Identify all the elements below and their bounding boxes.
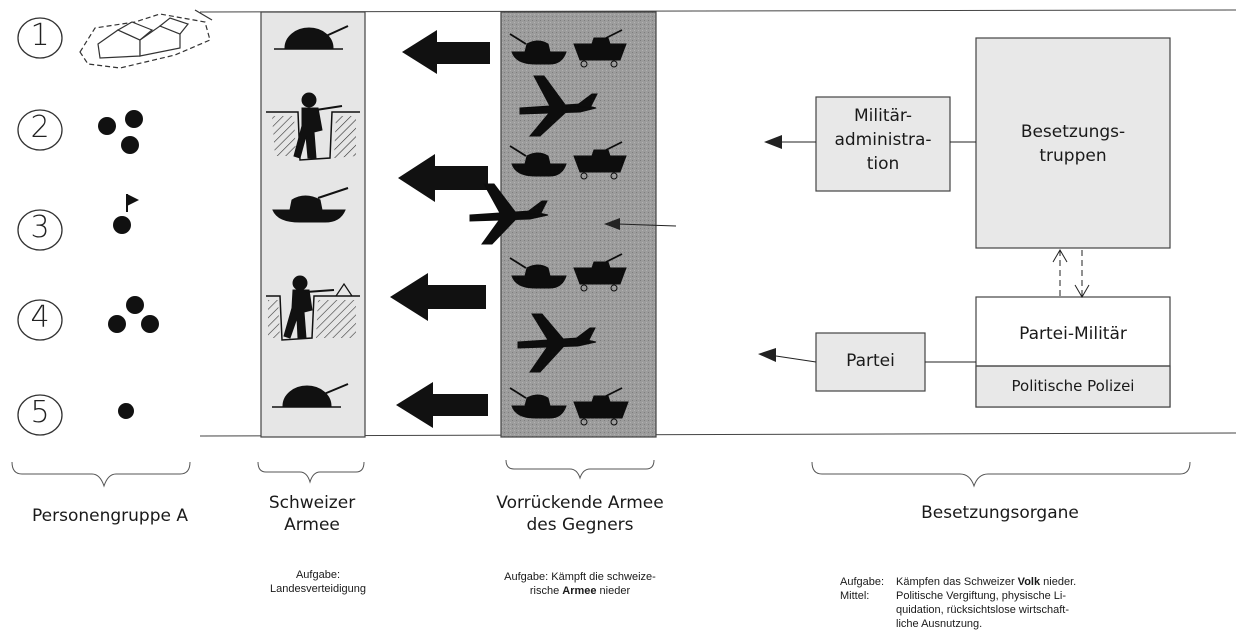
political-police-box xyxy=(975,365,1171,408)
dot xyxy=(108,315,126,333)
occupation-task-row: Aufgabe: Kämpfen das Schweizer Volk nied… xyxy=(840,575,1230,589)
enemy-army-task: Aufgabe: Kämpft die schweize- rische Arm… xyxy=(430,570,730,598)
occupation-label: Besetzungsorgane xyxy=(921,503,1079,523)
arrowhead xyxy=(758,348,776,362)
enemy-army-task-bold: Armee xyxy=(562,585,597,597)
top-frame-line xyxy=(199,9,1236,13)
group-number-4: 4 xyxy=(30,300,50,335)
bottom-frame-line xyxy=(199,432,1236,437)
flag xyxy=(127,194,139,206)
swiss-army-label-line1: Schweizer xyxy=(268,493,356,513)
attack-arrow xyxy=(390,273,486,321)
attack-arrow xyxy=(398,154,488,202)
military-admin-box xyxy=(815,96,951,192)
swiss-army-icons xyxy=(266,25,360,408)
occupation-troops-line2: truppen xyxy=(1039,146,1107,166)
swiss-army-task-text: Landesverteidigung xyxy=(269,583,367,595)
brace-swiss-army xyxy=(257,461,365,484)
attack-arrow xyxy=(396,382,488,428)
occupation-task-bold: Volk xyxy=(1017,576,1041,588)
soldier-icon xyxy=(292,275,308,291)
enemy-army-task-line1: Aufgabe: Kämpft die schweize- xyxy=(504,571,656,583)
number-circle-5 xyxy=(17,394,63,436)
number-circle-4 xyxy=(17,299,63,341)
occupation-means-value: Politische Vergiftung, physische Li- qui… xyxy=(896,589,1196,631)
braces xyxy=(11,459,1191,488)
party-box xyxy=(815,332,926,392)
enemy-army-icons xyxy=(469,29,629,426)
occupation-task: Aufgabe: Kämpfen das Schweizer Volk nied… xyxy=(840,575,1230,631)
group-number-5: 5 xyxy=(30,395,50,430)
occupation-means-row: Mittel: Politische Vergiftung, physische… xyxy=(840,589,1230,631)
military-admin-line3: tion xyxy=(866,154,900,174)
occupation-means-line3: liche Ausnutzung. xyxy=(896,618,983,630)
number-circle-3 xyxy=(17,209,63,251)
swiss-army-task-label: Aufgabe: xyxy=(295,569,341,581)
attack-arrows xyxy=(390,30,490,428)
enemy-tank-icon xyxy=(511,405,567,419)
dot xyxy=(118,403,134,419)
swiss-army-task: Aufgabe: Landesverteidigung xyxy=(230,568,406,596)
political-police-label: Politische Polizei xyxy=(1011,377,1135,395)
attack-arrow xyxy=(402,30,490,74)
enemy-tank-icon xyxy=(511,163,567,177)
dot xyxy=(141,315,159,333)
group-number-2: 2 xyxy=(30,110,50,145)
soldier-icon xyxy=(301,92,317,108)
number-circles xyxy=(17,17,63,436)
number-circle-2 xyxy=(17,109,63,151)
arrowhead xyxy=(764,135,782,149)
person-dots xyxy=(98,110,159,419)
occupation-task-pre: Kämpfen das Schweizer xyxy=(896,576,1018,588)
dot xyxy=(113,216,131,234)
dot xyxy=(125,110,143,128)
dot xyxy=(126,296,144,314)
enemy-apc-icon xyxy=(573,267,627,285)
swiss-army-label: Schweizer Armee xyxy=(254,492,370,536)
occupation-task-key: Aufgabe: xyxy=(840,576,885,588)
connectors xyxy=(758,135,1090,363)
military-admin-line1: Militär- xyxy=(854,106,912,126)
occupation-task-value: Kämpfen das Schweizer Volk nieder. xyxy=(896,575,1076,589)
enemy-army-task-line2: rische Armee nieder xyxy=(430,584,730,598)
group-number-3: 3 xyxy=(30,210,50,245)
dot xyxy=(121,136,139,154)
enemy-army-label-line1: Vorrückende Armee xyxy=(496,493,664,513)
enemy-army-task-pre: rische xyxy=(529,585,563,597)
enemy-tank-icon xyxy=(511,51,567,65)
village-icon xyxy=(79,9,213,69)
group-number-1: 1 xyxy=(30,18,50,53)
occupation-troops-box xyxy=(975,37,1171,249)
brace-enemy-army xyxy=(505,459,655,480)
party-military-label: Partei-Militär xyxy=(1019,324,1127,344)
military-admin-label: Militär- administra- tion xyxy=(816,104,950,176)
party-label: Partei xyxy=(846,351,895,371)
enemy-apc-icon xyxy=(573,155,627,173)
dot xyxy=(98,117,116,135)
occupation-means-key: Mittel: xyxy=(840,590,870,602)
brace-persons xyxy=(11,461,191,488)
occupation-troops-line1: Besetzungs- xyxy=(1020,122,1126,142)
military-admin-line2: administra- xyxy=(834,130,932,150)
support-arrow xyxy=(604,218,677,230)
occupation-troops-label: Besetzungs- truppen xyxy=(976,120,1170,168)
enemy-army-label: Vorrückende Armee des Gegners xyxy=(450,492,710,536)
swiss-army-column xyxy=(260,11,366,438)
enemy-apc-icon xyxy=(573,43,627,61)
bunker-icon xyxy=(282,385,332,407)
occupation-means-line2: quidation, rücksichtslose wirtschaft- xyxy=(896,604,1070,616)
bunker-icon xyxy=(284,27,334,49)
tank-icon xyxy=(272,209,346,223)
persons-label: Personengruppe A xyxy=(32,506,188,526)
enemy-apc-icon xyxy=(573,401,629,419)
brace-occupation xyxy=(811,461,1191,488)
swiss-army-label-line2: Armee xyxy=(284,515,340,535)
occupation-task-post: nieder. xyxy=(1040,576,1077,588)
enemy-tank-icon xyxy=(511,275,567,289)
occupation-means-line1: Politische Vergiftung, physische Li- xyxy=(896,590,1066,602)
enemy-army-task-post: nieder xyxy=(596,585,631,597)
number-circle-1 xyxy=(17,17,63,59)
enemy-army-label-line2: des Gegners xyxy=(526,515,634,535)
